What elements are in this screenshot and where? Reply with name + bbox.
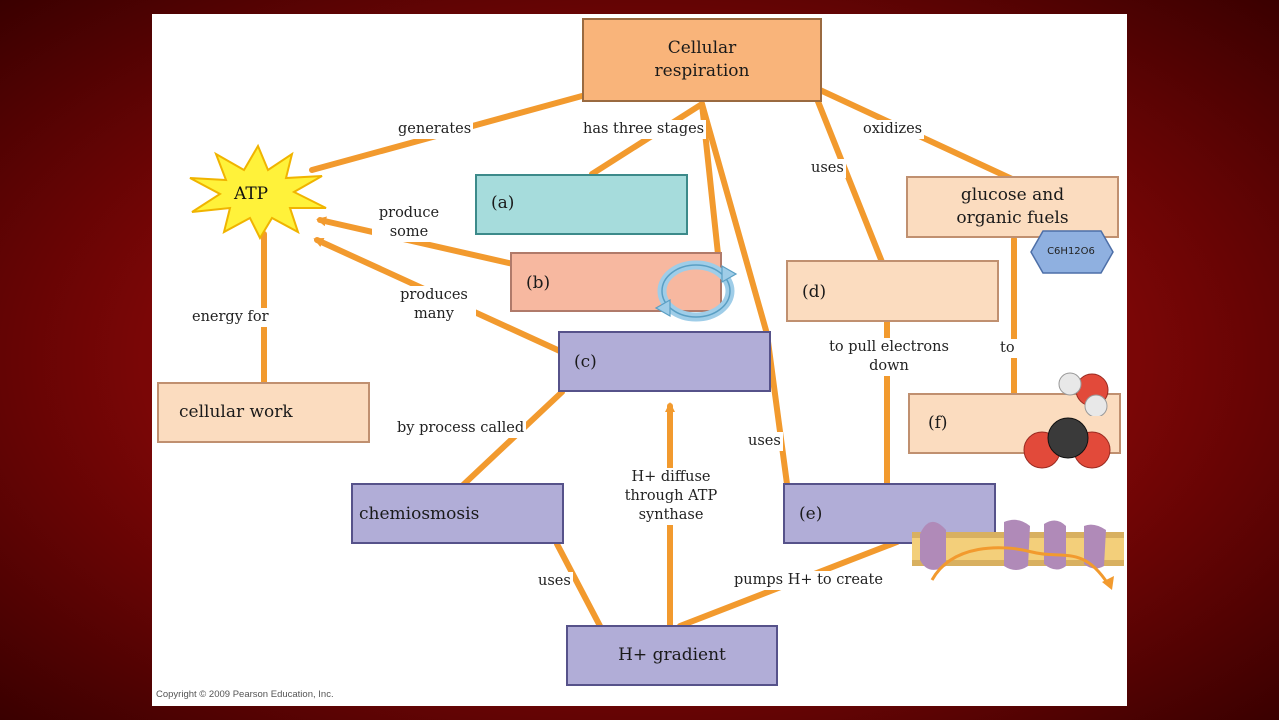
link-pumps-h: pumps H+ to create <box>732 571 885 590</box>
stage-c-box: (c) <box>558 331 771 392</box>
copyright-text: Copyright © 2009 Pearson Education, Inc. <box>156 689 334 700</box>
glucose-molecule-icon <box>1030 230 1114 274</box>
cellular-respiration-label: Cellular respiration <box>654 38 750 81</box>
glucose-box: glucose and organic fuels <box>906 176 1119 238</box>
carbon-dioxide-molecule-icon <box>1023 417 1111 469</box>
link-to: to <box>998 339 1017 358</box>
atp-label: ATP <box>234 184 269 204</box>
atp-starburst-icon <box>189 143 327 240</box>
link-uses-d: uses <box>809 159 846 178</box>
link-uses-e: uses <box>746 432 783 451</box>
membrane-electron-transport-icon <box>912 519 1124 590</box>
link-generates: generates <box>396 120 474 139</box>
link-energy-for: energy for <box>190 308 271 327</box>
h-gradient-box: H+ gradient <box>566 625 778 686</box>
cellular-work-label: cellular work <box>179 402 293 422</box>
link-uses-gradient: uses <box>536 572 573 591</box>
chemiosmosis-box: chemiosmosis <box>351 483 564 544</box>
concept-map-slide: ATP Cellular respiration (a) (b) (c) glu… <box>152 14 1127 706</box>
link-to-pull-electrons-down: to pull electrons down <box>822 338 956 376</box>
stage-b-label: (b) <box>526 273 551 293</box>
glucose-label: glucose and organic fuels <box>956 185 1069 228</box>
citric-acid-cycle-icon <box>654 260 738 322</box>
stage-a-label: (a) <box>491 193 515 213</box>
h-gradient-label: H+ gradient <box>618 645 726 666</box>
chemiosmosis-label: chemiosmosis <box>359 504 480 524</box>
link-by-process-called: by process called <box>395 419 527 438</box>
component-d-box: (d) <box>786 260 999 322</box>
product-f-label: (f) <box>928 413 948 433</box>
stage-c-label: (c) <box>574 352 597 372</box>
link-produce-some: produce some <box>372 204 446 242</box>
component-e-label: (e) <box>799 504 823 524</box>
water-molecule-icon <box>1058 372 1109 416</box>
link-has-three-stages: has three stages <box>581 120 707 139</box>
stage-a-box: (a) <box>475 174 688 235</box>
cellular-work-box: cellular work <box>157 382 370 443</box>
link-h-diffuse: H+ diffuse through ATP synthase <box>614 468 728 525</box>
link-produces-many: produces many <box>392 286 476 324</box>
component-d-label: (d) <box>802 282 827 302</box>
link-oxidizes: oxidizes <box>861 120 925 139</box>
cellular-respiration-box: Cellular respiration <box>582 18 822 102</box>
glucose-formula-label: C6H12O6 <box>1047 246 1095 257</box>
